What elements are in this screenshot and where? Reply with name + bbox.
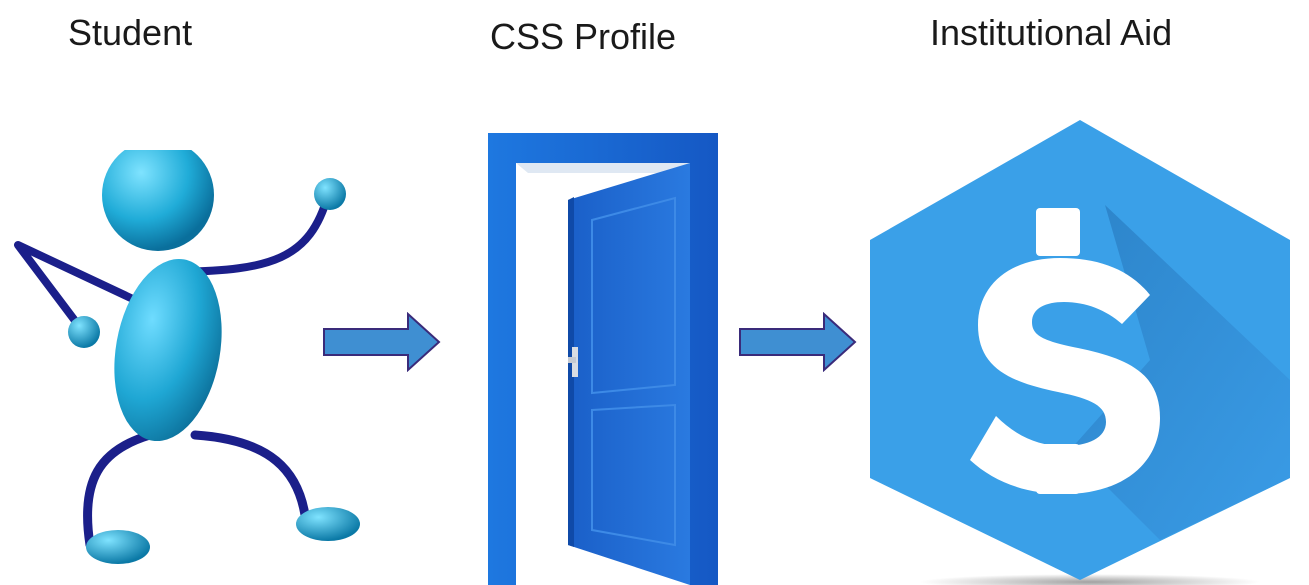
open-door-icon xyxy=(488,133,718,585)
css-profile-label: CSS Profile xyxy=(490,16,677,57)
right-arrow-icon xyxy=(739,312,857,372)
student-label: Student xyxy=(68,12,193,53)
institutional-aid-label: Institutional Aid xyxy=(930,12,1173,53)
stick-figure-icon xyxy=(14,150,360,564)
dollar-hexagon-icon xyxy=(870,120,1290,585)
right-arrow-icon xyxy=(323,312,441,372)
